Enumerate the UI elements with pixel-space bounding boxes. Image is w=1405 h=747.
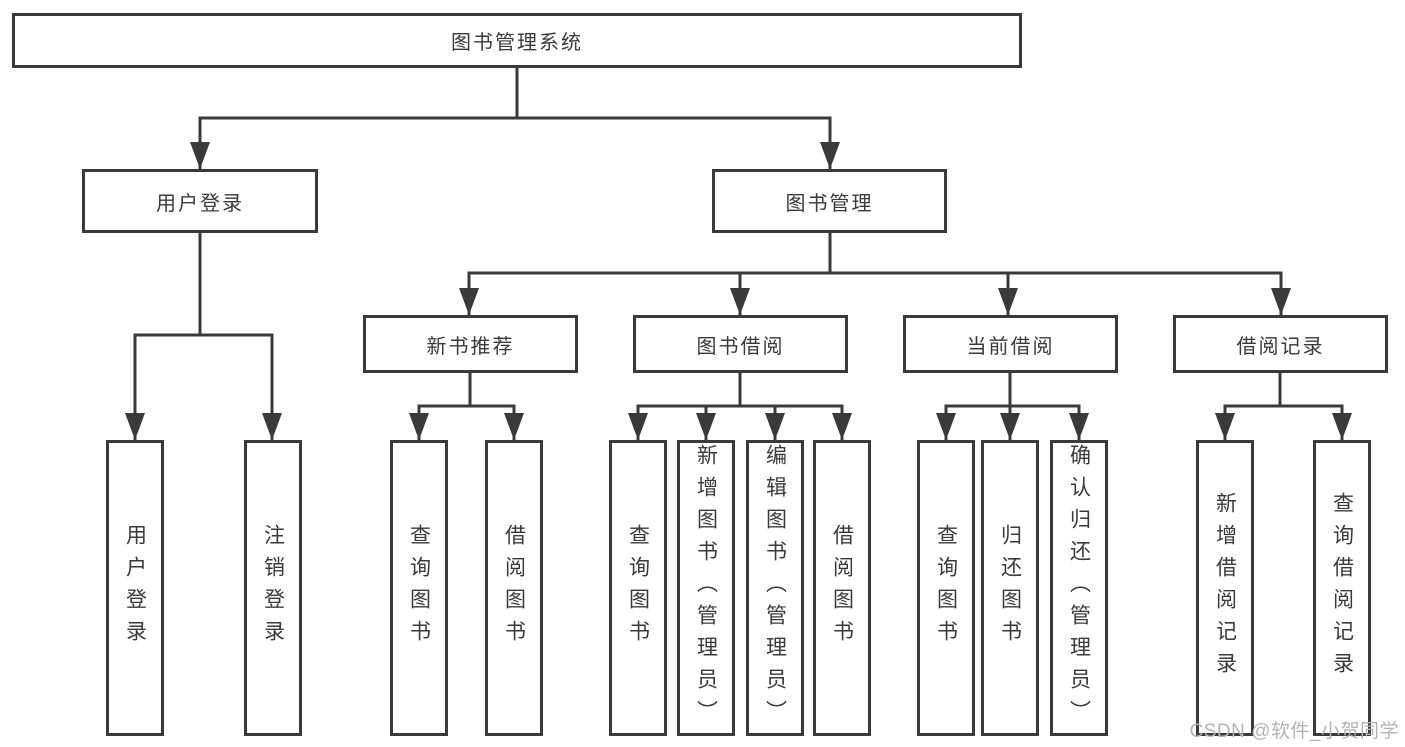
arrowhead [998, 288, 1018, 315]
node-leaf-user-login: 用户登录 [106, 440, 164, 736]
leaf-label: 归还图书 [998, 524, 1022, 652]
node-book-management: 图书管理 [712, 169, 947, 233]
leaf-label: 编辑图书（管理员） [763, 444, 787, 732]
node-user-login: 用户登录 [82, 169, 318, 233]
arrowhead [1000, 413, 1020, 440]
arrowhead [125, 413, 145, 440]
arrowhead [409, 413, 429, 440]
arrowhead [459, 288, 479, 315]
edge-records-to-leaves [1223, 404, 1344, 440]
node-borrow-records: 借阅记录 [1173, 315, 1388, 373]
leaf-label: 查询图书 [934, 524, 958, 652]
arrowhead [730, 288, 750, 315]
node-leaf-query-books-current: 查询图书 [917, 440, 975, 736]
arrowhead [628, 413, 648, 440]
node-new-book-recommend: 新书推荐 [363, 315, 578, 373]
edge-root-to-level2 [198, 116, 832, 169]
arrowhead [262, 413, 282, 440]
node-leaf-add-borrow-record: 新增借阅记录 [1196, 440, 1254, 736]
arrowhead [1069, 413, 1089, 440]
edge-borrow-to-leaves [636, 404, 844, 440]
leaf-label: 查询图书 [407, 524, 431, 652]
node-leaf-confirm-return-admin: 确认归还（管理员） [1050, 440, 1108, 736]
edge-mgmt-to-level3 [467, 271, 1283, 315]
node-leaf-query-books-borrow: 查询图书 [609, 440, 667, 736]
arrowhead [820, 142, 840, 169]
node-leaf-borrow-books-recommend: 借阅图书 [485, 440, 543, 736]
node-leaf-query-borrow-record: 查询借阅记录 [1313, 440, 1371, 736]
node-current-borrow-label: 当前借阅 [966, 335, 1055, 358]
node-borrow-records-label: 借阅记录 [1236, 335, 1325, 358]
node-new-book-recommend-label: 新书推荐 [426, 335, 515, 358]
node-root-label: 图书管理系统 [451, 32, 583, 54]
node-leaf-edit-books-admin: 编辑图书（管理员） [746, 440, 804, 736]
node-book-borrow: 图书借阅 [633, 315, 848, 373]
arrowhead [696, 413, 716, 440]
edge-login-to-leaves [133, 333, 274, 440]
arrowhead [936, 413, 956, 440]
node-user-login-label: 用户登录 [156, 192, 244, 215]
node-leaf-borrow-books: 借阅图书 [813, 440, 871, 736]
leaf-label: 新增借阅记录 [1213, 492, 1237, 684]
leaf-label: 注销登录 [261, 524, 285, 652]
arrowhead [1332, 413, 1352, 440]
node-book-borrow-label: 图书借阅 [696, 335, 785, 358]
node-leaf-add-books-admin: 新增图书（管理员） [677, 440, 735, 736]
leaf-label: 用户登录 [123, 524, 147, 652]
csdn-watermark: CSDN @软件_小贺同学 [1189, 721, 1399, 742]
leaf-label: 新增图书（管理员） [694, 444, 718, 732]
node-leaf-logout: 注销登录 [244, 440, 302, 736]
node-leaf-return-books: 归还图书 [981, 440, 1039, 736]
node-root: 图书管理系统 [12, 13, 1022, 68]
node-book-management-label: 图书管理 [785, 192, 874, 215]
arrowhead [1215, 413, 1235, 440]
arrowhead [504, 413, 524, 440]
leaf-label: 确认归还（管理员） [1067, 444, 1091, 732]
node-current-borrow: 当前借阅 [903, 315, 1118, 373]
edge-recommend-to-leaves [417, 404, 516, 440]
leaf-label: 借阅图书 [830, 524, 854, 652]
arrowhead [1271, 288, 1291, 315]
arrowhead [765, 413, 785, 440]
leaf-label: 查询图书 [626, 524, 650, 652]
arrowhead [832, 413, 852, 440]
node-leaf-query-books-recommend: 查询图书 [390, 440, 448, 736]
leaf-label: 借阅图书 [502, 524, 526, 652]
leaf-label: 查询借阅记录 [1330, 492, 1354, 684]
arrowhead [190, 142, 210, 169]
